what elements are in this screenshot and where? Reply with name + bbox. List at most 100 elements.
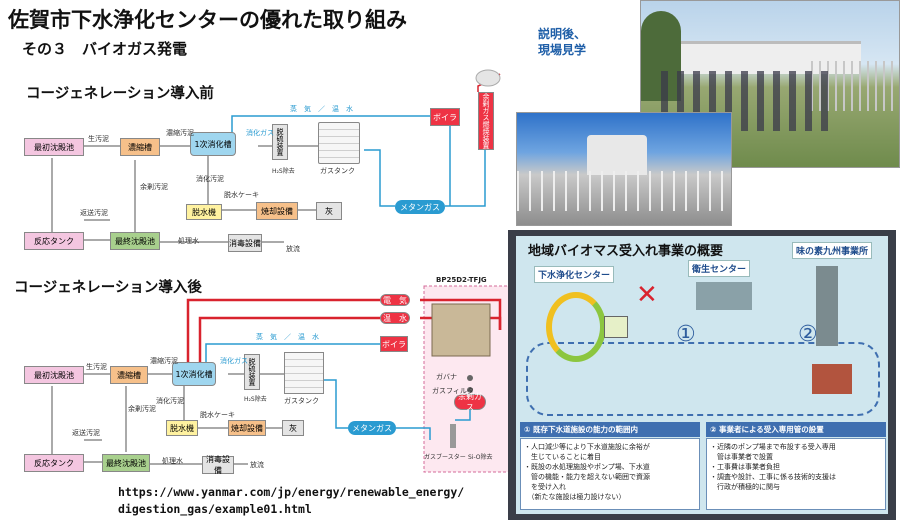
tag-sewage-center: 下水浄化センター xyxy=(534,266,615,283)
before-desulfurizer: 脱硫装置 xyxy=(272,124,288,160)
box1-line: ・既設の水処理施設やポンプ場、下水道 xyxy=(524,463,650,471)
after-digester: 1次消化槽 xyxy=(172,362,216,386)
before-gas-tank-label: ガスタンク xyxy=(320,167,355,175)
tag-ajinomoto: 味の素九州事業所 xyxy=(792,242,873,259)
after-model-label: BP25D2-TFJG xyxy=(436,276,487,284)
after-label-excess: 余剰汚泥 xyxy=(128,405,156,413)
after-reaction-tank: 反応タンク xyxy=(24,454,84,472)
before-surplus-burner: 余剰ガス燃焼装置 xyxy=(478,92,494,150)
before-heading: コージェネレーション導入前 xyxy=(26,86,214,102)
box1-line: （新たな施設は極力設けない） xyxy=(524,493,626,501)
before-label-digested: 消化汚泥 xyxy=(196,175,224,183)
after-label-raw: 生汚泥 xyxy=(86,363,107,371)
before-label-discharge: 放流 xyxy=(286,245,300,253)
after-label-governor: ガバナ xyxy=(436,373,457,381)
before-label-excess: 余剰汚泥 xyxy=(140,183,168,191)
box1-line: を受け入れ xyxy=(524,483,566,491)
after-booster-icon xyxy=(450,424,456,448)
after-label-steam: 蒸 気 ／ 温 水 xyxy=(256,333,319,341)
facility-photo xyxy=(516,112,732,226)
after-boiler: ボイラ xyxy=(380,336,408,352)
energy-cycle-icon xyxy=(546,292,606,362)
before-reaction-tank: 反応タンク xyxy=(24,232,84,250)
after-cogen-unit-icon xyxy=(431,303,491,357)
before-label-h2s: H₂S除去 xyxy=(272,168,295,175)
biomass-title: 地域バイオマス受入れ事業の概要 xyxy=(528,244,724,259)
after-label-filter: ガスフィルタ xyxy=(432,387,474,395)
factory-chimney-icon xyxy=(816,266,838,346)
source-url-line-2[interactable]: digestion_gas/example01.html xyxy=(118,502,312,516)
after-incinerator: 焼却設備 xyxy=(228,420,266,436)
after-label-treated: 処理水 xyxy=(162,457,183,465)
before-digester: 1次消化槽 xyxy=(190,132,236,156)
after-methane: メタンガス xyxy=(348,421,396,435)
after-thickener: 濃縮槽 xyxy=(110,366,148,384)
after-label-digested: 消化汚泥 xyxy=(156,397,184,405)
pipeline-loop xyxy=(526,342,880,416)
before-disinfection: 消毒設備 xyxy=(228,234,262,252)
step-2-marker: ② xyxy=(798,322,818,347)
x-mark-icon: ✕ xyxy=(636,280,658,310)
box2-line: ・調査や設計、工事に係る技術的支援は xyxy=(710,473,836,481)
before-gas-tank-icon xyxy=(318,122,360,164)
fence-shape xyxy=(517,171,731,211)
box2-line: ・工事費は事業者負担 xyxy=(710,463,780,471)
tag-sanitation-center: 衛生センター xyxy=(688,260,751,277)
box2-line: ・近隣のポンプ場まで布設する受入専用 xyxy=(710,443,836,451)
after-gas-tank-label: ガスタンク xyxy=(284,397,319,405)
before-diagram: 最初沈殿池 濃縮槽 1次消化槽 脱硫装置 ガスタンク ボイラ 余剰ガス燃焼装置 … xyxy=(0,0,520,270)
after-final-tank: 最終沈殿池 xyxy=(102,454,150,472)
box2-line: 行政が積極的に関与 xyxy=(710,483,780,491)
after-primary-tank: 最初沈殿池 xyxy=(24,366,84,384)
after-governor-icon xyxy=(467,375,473,381)
biomass-panel: 地域バイオマス受入れ事業の概要 味の素九州事業所 下水浄化センター 衛生センター… xyxy=(508,230,896,520)
after-gas-tank-icon xyxy=(284,352,324,394)
before-thickener: 濃縮槽 xyxy=(120,138,160,156)
before-dewater: 脱水機 xyxy=(186,204,222,220)
source-url-line-1[interactable]: https://www.yanmar.com/jp/energy/renewab… xyxy=(118,485,465,499)
sanitation-building-icon xyxy=(696,282,752,310)
box1-line: ・人口減少等により下水道施設に余裕が xyxy=(524,443,650,451)
after-flow-lines xyxy=(51,285,513,473)
before-label-cake: 脱水ケーキ xyxy=(224,191,259,199)
after-label-booster: ガスブースター xyxy=(424,454,466,461)
step-1-marker: ① xyxy=(676,322,696,347)
tour-note-line-1: 説明後、 xyxy=(538,27,587,41)
before-label-conc: 濃縮汚泥 xyxy=(166,129,194,137)
after-surplus-gas: 余剰ガス xyxy=(454,392,486,412)
after-label-silo: Si-O除去 xyxy=(468,454,493,461)
after-heading: コージェネレーション導入後 xyxy=(14,280,202,296)
after-disinfection: 消毒設備 xyxy=(202,455,234,475)
before-flow-lines xyxy=(51,69,501,243)
after-diagram: 最初沈殿池 濃縮槽 1次消化槽 脱硫装置 ガスタンク ボイラ 電 気 温 水 余… xyxy=(24,285,513,475)
box1-title: ① 既存下水道施設の能力の範囲内 xyxy=(520,422,700,437)
after-label-return: 返送汚泥 xyxy=(72,429,100,437)
after-desulfurizer: 脱硫装置 xyxy=(244,354,260,390)
before-label-raw: 生汚泥 xyxy=(88,135,109,143)
before-label-gas: 消化ガス xyxy=(246,129,274,137)
box2-title: ② 事業者による受入専用管の設置 xyxy=(706,422,886,437)
box1-line: 生じていることに着目 xyxy=(524,453,601,461)
after-label-conc: 濃縮汚泥 xyxy=(150,357,178,365)
before-primary-tank: 最初沈殿池 xyxy=(24,138,84,156)
biomass-slide: 地域バイオマス受入れ事業の概要 味の素九州事業所 下水浄化センター 衛生センター… xyxy=(516,236,888,514)
after-label-discharge: 放流 xyxy=(250,461,264,469)
before-methane: メタンガス xyxy=(395,200,445,214)
after-power: 電 気 xyxy=(380,294,410,306)
before-incinerator: 焼却設備 xyxy=(256,202,298,220)
page-subtitle: その３ バイオガス発電 xyxy=(22,40,188,58)
tour-note-line-2: 現場見学 xyxy=(538,43,587,57)
after-ash: 灰 xyxy=(282,420,304,436)
after-label-h2s: H₂S除去 xyxy=(244,396,267,403)
page-title: 佐賀市下水浄化センターの優れた取り組み xyxy=(8,8,407,32)
box2-line: 管は事業者で設置 xyxy=(710,453,773,461)
before-label-treated: 処理水 xyxy=(178,237,199,245)
before-ash: 灰 xyxy=(316,202,342,220)
before-label-return: 返送汚泥 xyxy=(80,209,108,217)
smoke-icon xyxy=(475,69,501,87)
after-filter-icon xyxy=(467,387,473,393)
after-hotwater: 温 水 xyxy=(380,312,410,324)
cross-icon xyxy=(604,316,628,338)
tour-note: 説明後、 現場見学 xyxy=(538,26,586,58)
source-url[interactable]: https://www.yanmar.com/jp/energy/renewab… xyxy=(118,484,464,518)
